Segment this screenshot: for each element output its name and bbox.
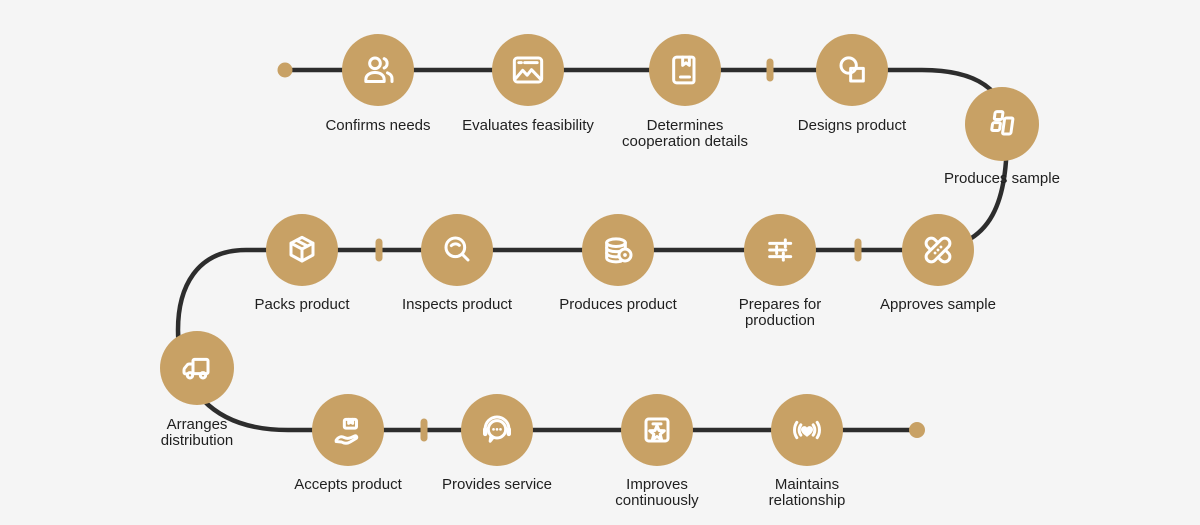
headset-chat-icon: [483, 415, 512, 443]
magnifier-icon: [444, 236, 470, 262]
coins-icon: [605, 237, 633, 264]
node-label: Determines cooperation details: [622, 117, 748, 150]
node-label: Evaluates feasibility: [462, 117, 594, 134]
node-label: Inspects product: [401, 296, 513, 313]
browser-chart-icon: [512, 56, 544, 84]
flow-node-inspects-product: [421, 214, 493, 286]
node-label: Designs product: [797, 117, 907, 134]
heart-signal-icon: [793, 420, 821, 440]
flow-node-provides-service: [461, 394, 533, 466]
node-label: Produces product: [559, 296, 677, 313]
flow-separator-tick: [375, 238, 383, 262]
flow-node-approves-sample: [902, 214, 974, 286]
node-label: Packs product: [254, 296, 350, 313]
node-label: Arranges distribution: [160, 416, 234, 449]
hand-box-icon: [334, 417, 359, 445]
node-label: Prepares for production: [738, 296, 822, 329]
flow-node-arranges-distribution: [160, 331, 234, 405]
flow-separator-tick: [420, 418, 428, 442]
flow-end-dot: [909, 422, 925, 438]
node-label: Produces sample: [944, 170, 1060, 187]
flow-node-packs-product: [266, 214, 338, 286]
node-label: Maintains relationship: [768, 476, 846, 509]
flow-node-accepts-product: [312, 394, 384, 466]
notebook-icon: [672, 55, 696, 85]
star-badge-icon: [644, 417, 670, 443]
flow-node-produces-product: [582, 214, 654, 286]
sliders-icon: [768, 238, 793, 262]
flow-separator-tick: [766, 58, 774, 82]
flow-node-improves-continuously: [621, 394, 693, 466]
flow-node-prepares-production: [744, 214, 816, 286]
users-icon: [364, 56, 394, 83]
node-label: Accepts product: [294, 476, 402, 493]
blocks-icon: [990, 110, 1015, 136]
flow-node-produces-sample: [965, 87, 1039, 161]
node-label: Improves continuously: [615, 476, 699, 509]
flow-node-designs-product: [816, 34, 888, 106]
box-icon: [289, 235, 315, 263]
flow-node-evaluates-feasibility: [492, 34, 564, 106]
node-label: Approves sample: [880, 296, 996, 313]
flow-node-determines-cooperation: [649, 34, 721, 106]
flow-start-dot: [277, 62, 293, 78]
flow-separator-tick: [854, 238, 862, 262]
truck-icon: [182, 357, 210, 380]
circle-square-icon: [839, 56, 865, 83]
flow-node-confirms-needs: [342, 34, 414, 106]
node-label: Confirms needs: [325, 117, 431, 134]
node-label: Provides service: [441, 476, 553, 493]
flow-node-maintains-relationship: [771, 394, 843, 466]
bandage-cross-icon: [924, 236, 952, 264]
